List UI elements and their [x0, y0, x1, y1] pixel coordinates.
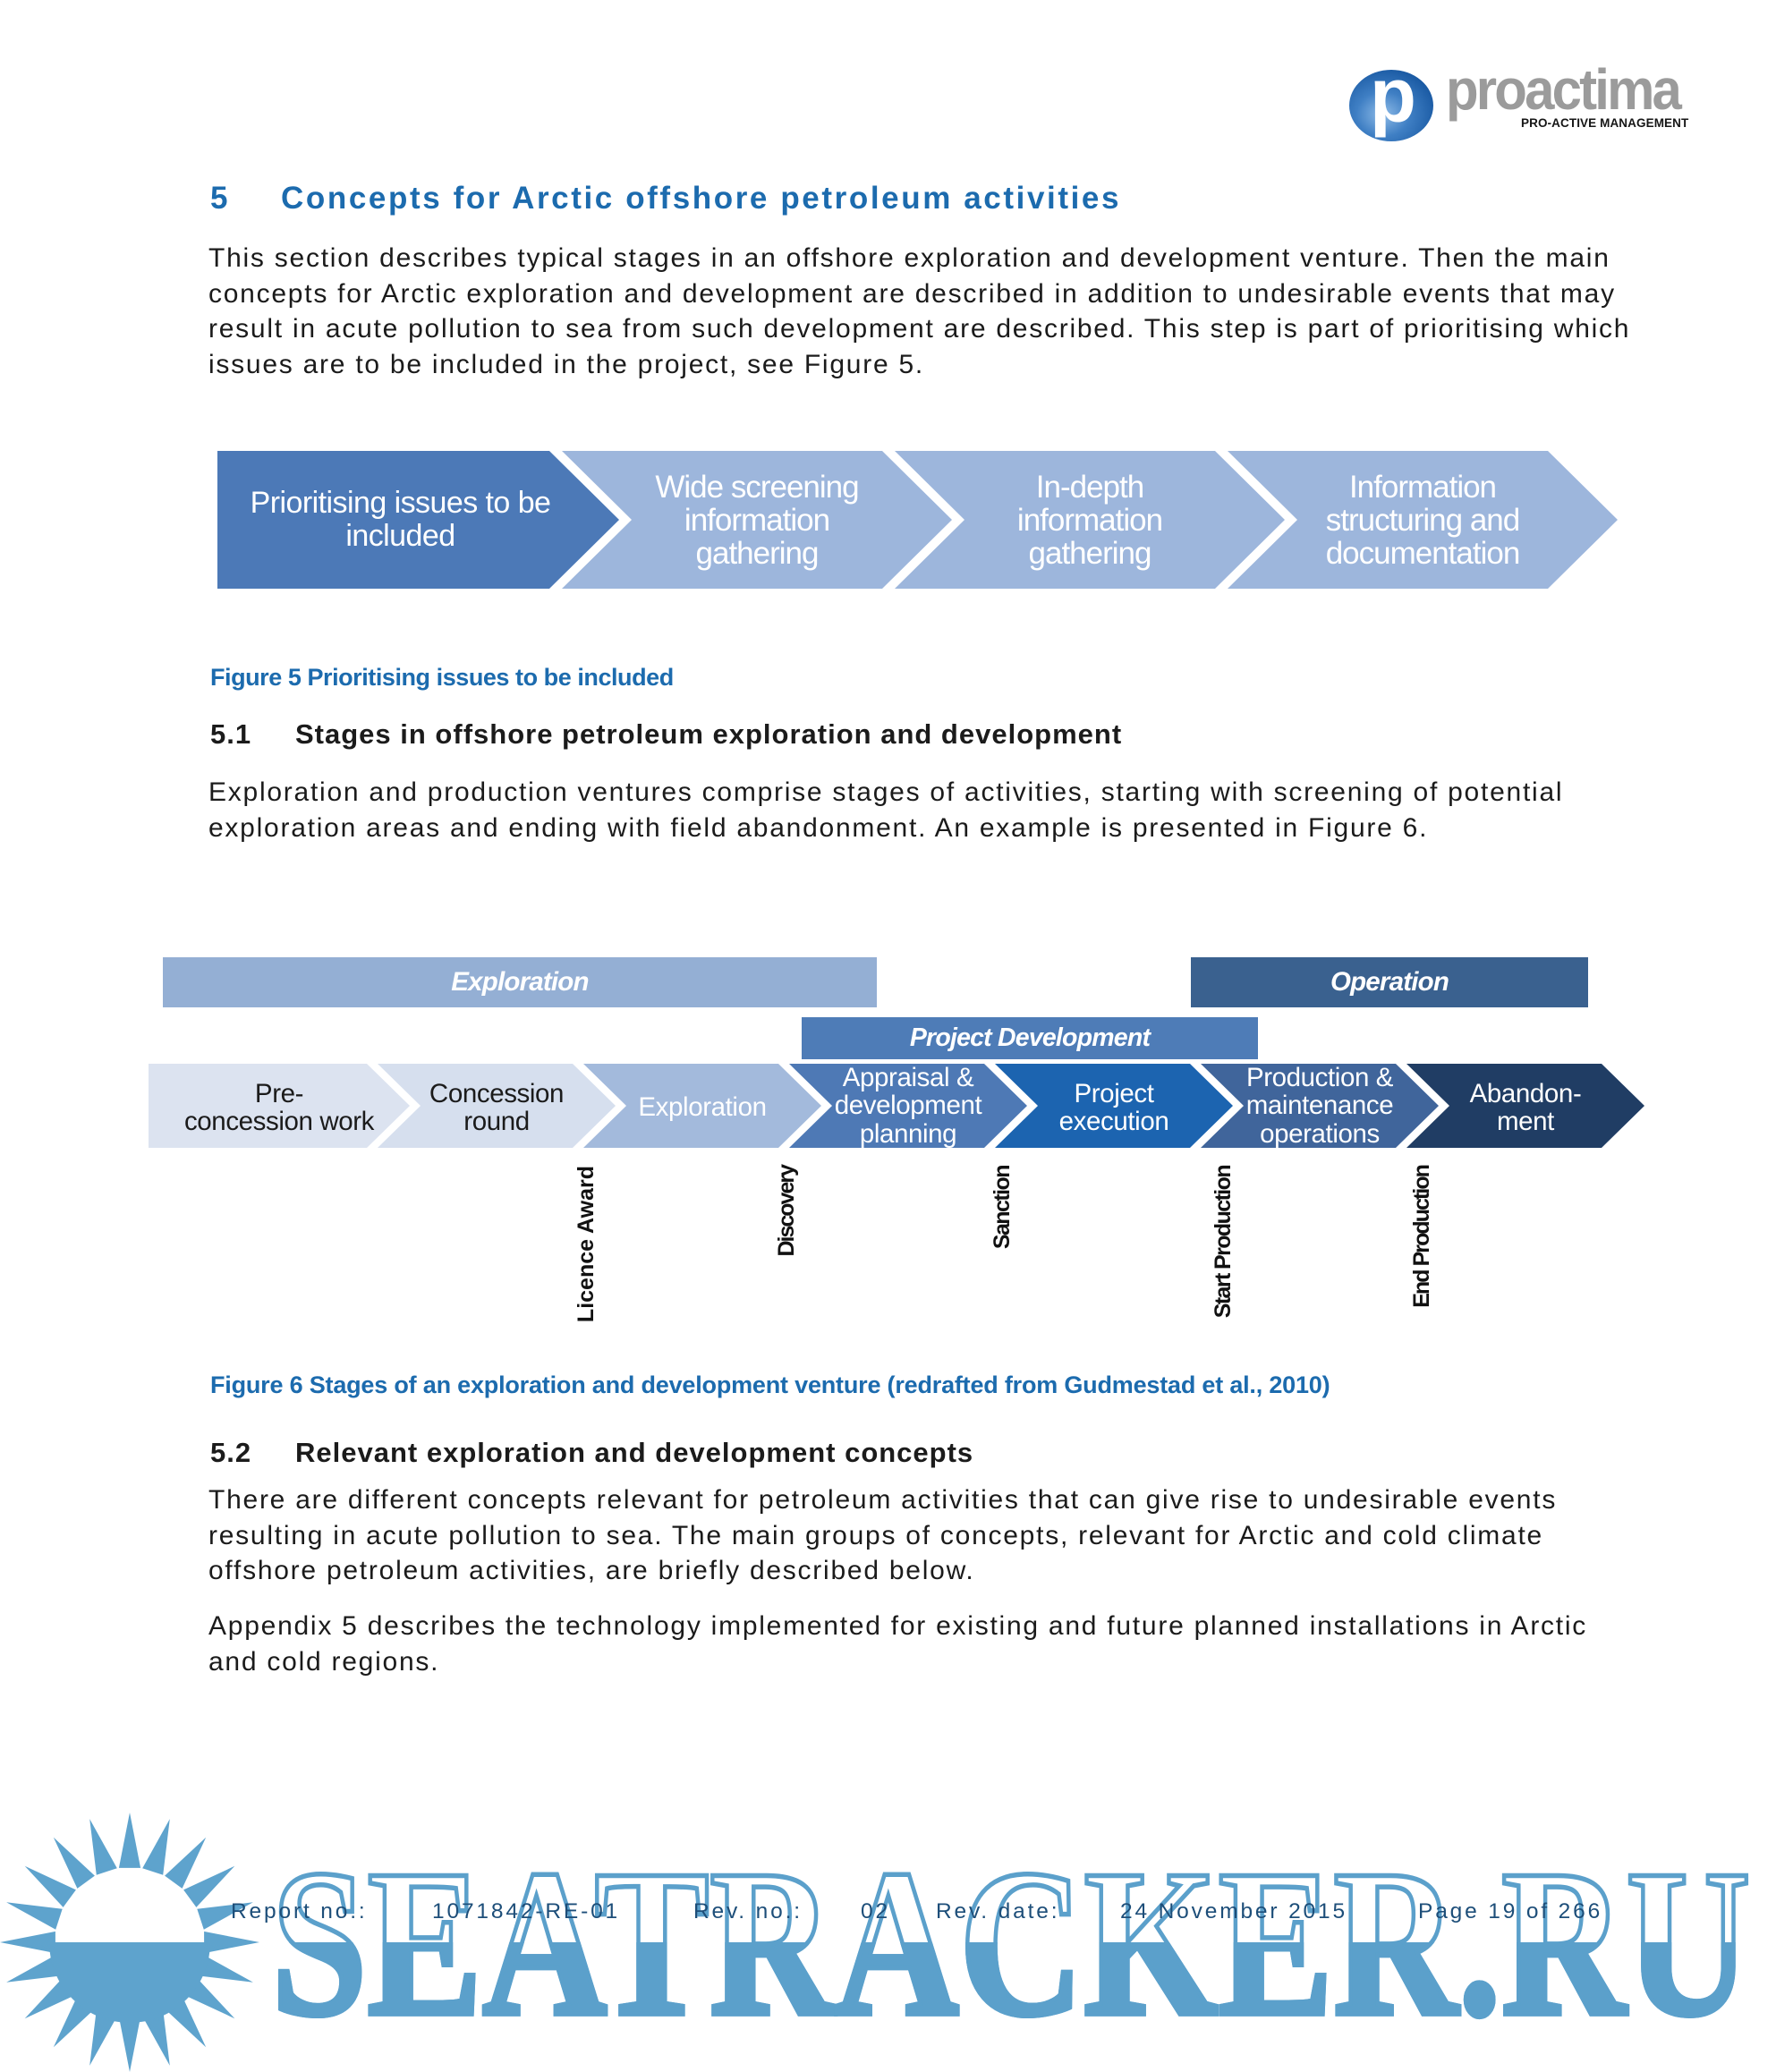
svg-text:p: p	[1370, 68, 1416, 139]
